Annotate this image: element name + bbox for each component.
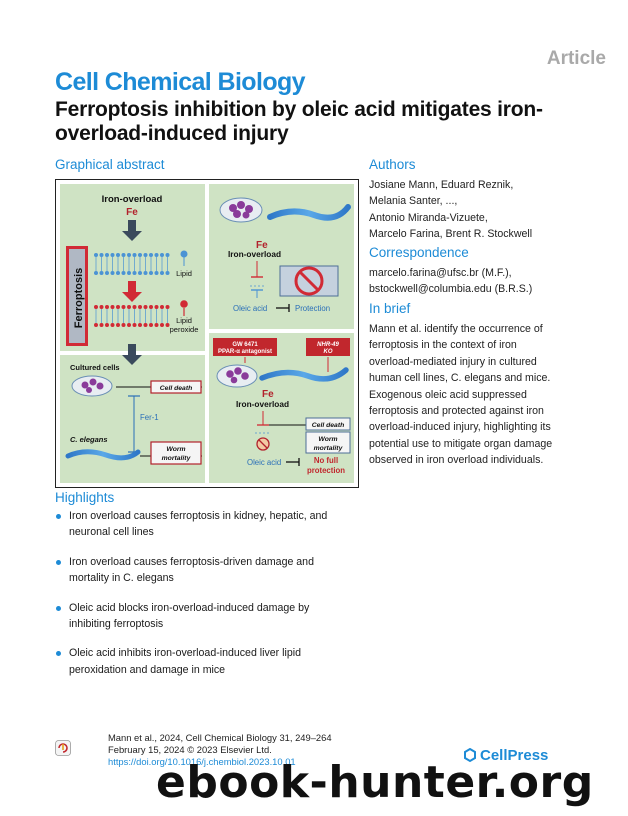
- cellpress-logo-icon: [464, 748, 476, 763]
- ga-fe-label-3: Fe: [262, 389, 274, 400]
- graphical-abstract: Iron-overload Fe Ferroptosis: [55, 179, 359, 488]
- in-brief-line: overload-mediated injury in cultured: [369, 355, 537, 368]
- ga-no-full-label-1: No full: [314, 456, 338, 465]
- ga-worm-mortality-label-1: Worm: [166, 446, 185, 453]
- highlight-item: Iron overload causes ferroptosis-driven …: [55, 554, 355, 587]
- arrow-down-icon: [122, 231, 142, 241]
- arrow-down-icon: [122, 292, 142, 302]
- ga-worm-mortality-label-2: mortality: [162, 455, 192, 462]
- correspondence-email[interactable]: marcelo.farina@ufsc.br (M.F.),: [369, 267, 512, 279]
- in-brief-line: Exogenous oleic acid suppressed: [369, 388, 527, 401]
- check-for-updates-icon[interactable]: [55, 740, 71, 756]
- graphical-abstract-heading: Graphical abstract: [55, 157, 165, 172]
- ga-lipid-label: Lipid: [176, 269, 192, 278]
- correspondence-email[interactable]: bstockwell@columbia.edu (B.R.S.): [369, 283, 533, 296]
- lipid-peroxide-icon: [180, 300, 188, 308]
- blocked-icon: [256, 437, 270, 451]
- authors-line: Marcelo Farina, Brent R. Stockwell: [369, 228, 533, 241]
- date-line: February 15, 2024 © 2023 Elsevier Ltd.: [108, 744, 272, 755]
- ga-nhr-label-2: KO: [324, 349, 333, 355]
- petri-dish-icon: [219, 197, 263, 223]
- in-brief-text: Mann et al. identify the occurrence of f…: [369, 321, 619, 469]
- bullet-icon: [56, 514, 61, 519]
- highlight-item: Oleic acid inhibits iron-overload-induce…: [55, 645, 355, 678]
- petri-dish-icon: [216, 364, 258, 388]
- highlight-item: Oleic acid blocks iron-overload-induced …: [55, 600, 355, 633]
- ga-iron-overload-label-2: Iron-overload: [228, 249, 281, 259]
- bullet-icon: [56, 559, 61, 565]
- ga-oleic-acid-label: Oleic acid: [233, 304, 267, 313]
- in-brief-line: overload-induced injury, highlighting it…: [369, 421, 551, 434]
- ga-illustration: Iron-overload Fe Ferroptosis: [65, 194, 351, 475]
- correspondence-heading: Correspondence: [369, 245, 469, 260]
- ga-fer1-label: Fer-1: [140, 413, 159, 422]
- authors-heading: Authors: [369, 157, 416, 172]
- ga-gw-label-2: PPAR-α antagonist: [218, 349, 272, 355]
- ga-gw-label-1: GW 6471: [232, 342, 258, 348]
- ga-nhr-label-1: NHR-49: [317, 342, 339, 348]
- in-brief-line: potential use to mitigate organ damage: [369, 437, 553, 450]
- membrane-bilayer-icon: [94, 253, 170, 275]
- ga-lipid-peroxide-label-2: peroxide: [170, 325, 199, 334]
- highlight-item: Iron overload causes ferroptosis in kidn…: [55, 508, 355, 541]
- worm-icon: [267, 204, 351, 221]
- ga-cultured-cells-label: Cultured cells: [70, 363, 120, 372]
- ga-iron-overload-label: Iron-overload: [102, 194, 163, 205]
- highlights-list: Iron overload causes ferroptosis in kidn…: [55, 508, 355, 691]
- article-type-tag: Article: [546, 48, 606, 69]
- ga-ferroptosis-label: Ferroptosis: [73, 268, 85, 329]
- worm-icon: [65, 449, 141, 461]
- highlights-heading: Highlights: [55, 490, 115, 505]
- ga-iron-overload-label-3: Iron-overload: [236, 399, 289, 409]
- authors-line: Josiane Mann, Eduard Reznik,: [369, 179, 514, 191]
- bullet-icon: [56, 605, 61, 611]
- ga-c-elegans-label: C. elegans: [70, 435, 108, 444]
- bullet-icon: [56, 651, 61, 657]
- authors-line: Antonio Miranda-Vizuete,: [369, 211, 488, 224]
- ga-cell-death-label-2: Cell death: [312, 422, 344, 429]
- journal-name[interactable]: Cell Chemical Biology: [55, 68, 306, 96]
- worm-icon: [259, 367, 349, 382]
- watermark-text: ebook-hunter.org: [156, 757, 594, 808]
- ga-protection-label: Protection: [295, 304, 330, 313]
- publisher-logo[interactable]: CellPress: [480, 747, 549, 764]
- nhr49-ko-badge: [306, 338, 350, 356]
- ga-no-full-label-2: protection: [307, 466, 345, 475]
- in-brief-line: human cell lines, C. elegans and mice.: [369, 372, 551, 385]
- gw-antagonist-badge: [213, 338, 277, 356]
- citation-line: Mann et al., 2024, Cell Chemical Biology…: [108, 732, 332, 743]
- ga-cell-death-label: Cell death: [160, 385, 192, 392]
- petri-dish-icon: [71, 375, 113, 397]
- ga-panel-no-protection: [209, 333, 354, 483]
- ga-fe-label: Fe: [126, 207, 138, 218]
- in-brief-line: observed in iron overload individuals.: [369, 454, 544, 467]
- ga-oleic-acid-label-2: Oleic acid: [247, 458, 281, 467]
- lipid-icon: [180, 250, 188, 258]
- oxidized-membrane-icon: [94, 305, 170, 327]
- in-brief-heading: In brief: [369, 301, 411, 316]
- doi-link[interactable]: https://doi.org/10.1016/j.chembiol.2023.…: [108, 756, 296, 767]
- ga-fe-label-2: Fe: [256, 240, 268, 251]
- ga-lipid-peroxide-label-1: Lipid: [176, 316, 192, 325]
- ga-worm-mortality-label-3: Worm: [318, 436, 337, 443]
- paper-title: Ferroptosis inhibition by oleic acid mit…: [55, 98, 543, 145]
- in-brief-line: ferroptosis in the context of iron: [369, 339, 517, 352]
- correspondence-list: marcelo.farina@ufsc.br (M.F.), bstockwel…: [369, 265, 619, 298]
- no-damage-icon: [279, 265, 339, 297]
- citation-block: Mann et al., 2024, Cell Chemical Biology…: [108, 732, 332, 768]
- in-brief-line: ferroptosis and protected against iron: [369, 405, 544, 418]
- ga-worm-mortality-label-4: mortality: [314, 445, 344, 452]
- authors-list: Josiane Mann, Eduard Reznik, Melania San…: [369, 177, 619, 243]
- arrow-down-icon: [122, 355, 142, 365]
- in-brief-line: Mann et al. identify the occurrence of: [369, 323, 543, 335]
- authors-line: Melania Santer, ...,: [369, 195, 458, 208]
